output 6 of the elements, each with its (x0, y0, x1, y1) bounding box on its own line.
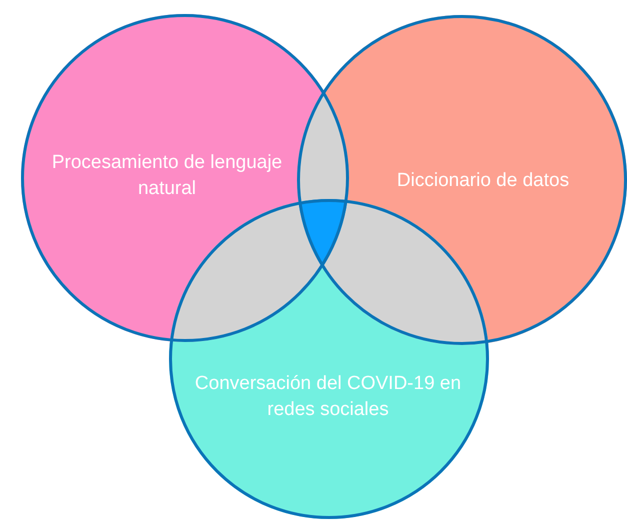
venn-circle (297, 15, 627, 345)
circle-label: Conversación del COVID-19 en redes sociales (194, 372, 462, 422)
venn-circle (21, 14, 349, 342)
circle-label: Diccionario de datos (396, 169, 570, 193)
circle-label: Procesamiento de lenguaje natural (50, 151, 284, 201)
venn-circle (169, 199, 489, 519)
